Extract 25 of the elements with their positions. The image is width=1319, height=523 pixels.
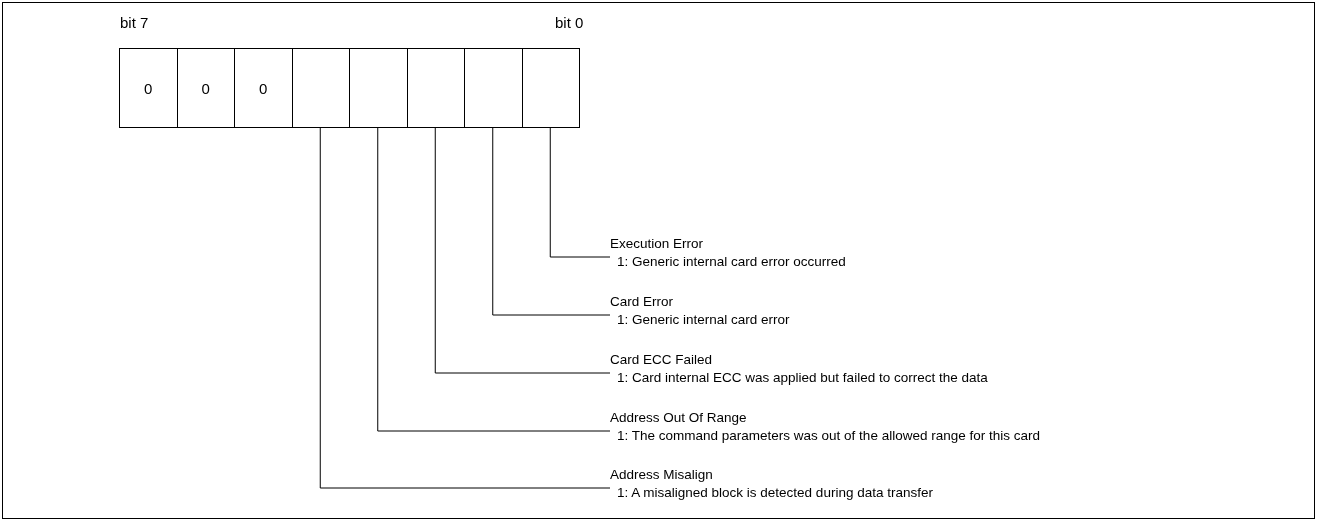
register-bit-cell bbox=[464, 48, 523, 128]
field-description: 1: A misaligned block is detected during data transfer bbox=[616, 485, 933, 501]
register-bit-cell: 0 bbox=[119, 48, 178, 128]
register-bit-cell bbox=[349, 48, 408, 128]
register-bit-cell: 0 bbox=[176, 48, 235, 128]
field-name: Execution Error bbox=[610, 236, 705, 252]
bit-label: bit 7 bbox=[120, 14, 149, 31]
leader-line bbox=[377, 127, 611, 432]
field-name: Card ECC Failed bbox=[610, 352, 714, 368]
field-description: 1: Generic internal card error occurred bbox=[616, 254, 846, 270]
field-description: 1: Generic internal card error bbox=[616, 312, 790, 328]
register-bit-cell bbox=[521, 48, 580, 128]
field-description: 1: The command parameters was out of the allowed range for this card bbox=[616, 428, 1040, 444]
field-name: Address Misalign bbox=[610, 467, 714, 483]
field-name: Card Error bbox=[610, 294, 674, 310]
leader-line bbox=[492, 127, 611, 316]
field-name: Address Out Of Range bbox=[610, 410, 748, 426]
register-bit-cell bbox=[291, 48, 350, 128]
register-bit-cell: 0 bbox=[234, 48, 293, 128]
leader-line bbox=[549, 127, 611, 258]
bit-label: bit 0 bbox=[555, 14, 584, 31]
register-bit-cell bbox=[406, 48, 465, 128]
leader-line bbox=[319, 127, 611, 489]
field-description: 1: Card internal ECC was applied but failed to correct the data bbox=[616, 370, 988, 386]
leader-line bbox=[434, 127, 611, 374]
